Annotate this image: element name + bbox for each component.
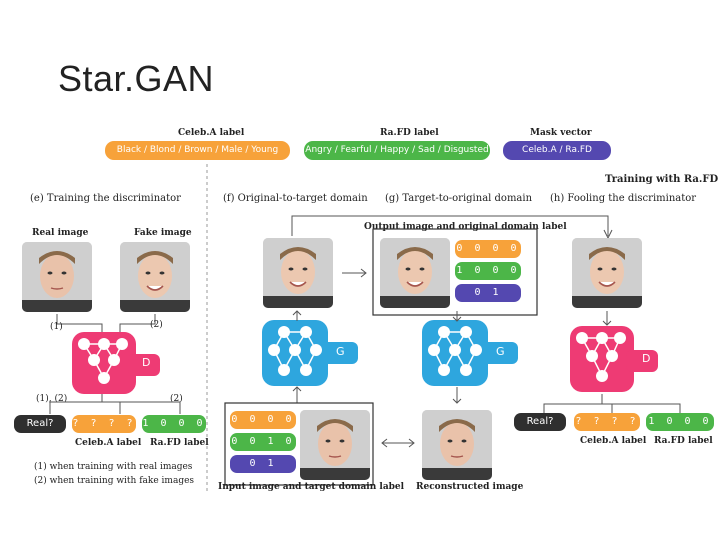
real-query-e: Real? <box>14 415 66 433</box>
panel-f-caption: (f) Original-to-target domain <box>223 193 368 204</box>
celeba-label-caption-e: Celeb.A label <box>75 438 142 448</box>
mask-legend-heading: Mask vector <box>530 128 592 138</box>
rafd-label-caption-h: Ra.FD label <box>654 436 713 446</box>
slide-title: Star.GAN <box>58 58 215 99</box>
in-celeba-code: 0 0 0 0 0 <box>230 411 296 443</box>
panel-e-caption: (e) Training the discriminator <box>30 193 181 204</box>
top-rafd-code: 1 0 0 0 0 <box>455 262 521 294</box>
mark-1: (1) <box>50 322 63 332</box>
e-input-arrows <box>56 314 156 334</box>
discriminator-e: D <box>72 332 160 394</box>
celeba-legend-pill: Black / Blond / Brown / Male / Young <box>105 141 290 160</box>
rafd-label-e: 1 0 0 0 0 <box>142 415 206 447</box>
d-label-h: D <box>642 352 651 365</box>
training-with-rafd: Training with Ra.FD <box>605 174 719 185</box>
celeba-label-caption-h: Celeb.A label <box>580 436 647 446</box>
reconstructed-face <box>422 410 492 480</box>
g-g-down-arrow <box>452 311 462 322</box>
d-label-e: D <box>142 356 151 369</box>
g-label-g: G <box>496 345 505 358</box>
discriminator-h: D <box>570 326 658 392</box>
h-down-arrow <box>602 311 612 326</box>
input-face <box>300 410 370 480</box>
in-mask-code: 0 1 <box>230 455 296 473</box>
mark-2b: (2) <box>170 394 183 404</box>
h-fake-face <box>572 238 642 308</box>
panel-separator <box>206 164 208 494</box>
g-f-in-arrow <box>292 386 302 403</box>
fake-image-label: Fake image <box>134 228 192 238</box>
output-box <box>372 228 538 316</box>
top-mask-code: 0 1 <box>455 284 521 302</box>
panel-g-caption: (g) Target-to-original domain <box>385 193 533 204</box>
real-image-label: Real image <box>32 228 89 238</box>
input-box <box>224 402 374 486</box>
input-label-caption: Input image and target domain label <box>218 482 405 492</box>
top-celeba-code: 0 0 0 0 0 <box>455 240 521 272</box>
f-to-g-arrow <box>342 268 367 278</box>
fake-face-image <box>120 242 190 312</box>
real-face-image <box>22 242 92 312</box>
real-query-h: Real? <box>514 413 566 431</box>
celeba-unknown-h: ? ? ? ? ? <box>574 413 640 445</box>
rafd-legend-pill: Angry / Fearful / Happy / Sad / Disguste… <box>304 141 490 160</box>
celeba-legend-heading: Celeb.A label <box>178 128 245 138</box>
generator-g: G <box>422 320 518 386</box>
rafd-label-h: 1 0 0 0 0 <box>646 413 714 445</box>
panel-h-caption: (h) Fooling the discriminator <box>550 193 697 204</box>
h-output-arrows <box>543 394 681 414</box>
e-output-arrows <box>49 394 181 414</box>
mask-legend-pill: Celeb.A / Ra.FD <box>503 141 611 160</box>
mark-2: (2) <box>150 320 163 330</box>
rafd-legend-heading: Ra.FD label <box>380 128 439 138</box>
g-label-f: G <box>336 345 345 358</box>
celeba-unknown-e: ? ? ? ? ? <box>72 415 136 447</box>
mark-12: (1), (2) <box>36 394 68 404</box>
generator-f: G <box>262 320 358 386</box>
reconstruction-arrow <box>381 438 415 448</box>
note-real: (1) when training with real images <box>34 462 193 472</box>
in-rafd-code: 0 0 1 0 0 <box>230 433 296 465</box>
note-fake: (2) when training with fake images <box>34 476 195 486</box>
g-input-face <box>380 238 450 308</box>
output-label-caption: Output image and original domain label <box>364 222 567 232</box>
rafd-label-caption-e: Ra.FD label <box>150 438 209 448</box>
f-generated-face <box>263 238 333 308</box>
g-f-up-arrow <box>292 310 302 321</box>
g-g-out-arrow <box>452 387 462 404</box>
stargan-figure: Celeb.A label Ra.FD label Mask vector Bl… <box>0 120 720 540</box>
reconstructed-caption: Reconstructed image <box>416 482 524 492</box>
